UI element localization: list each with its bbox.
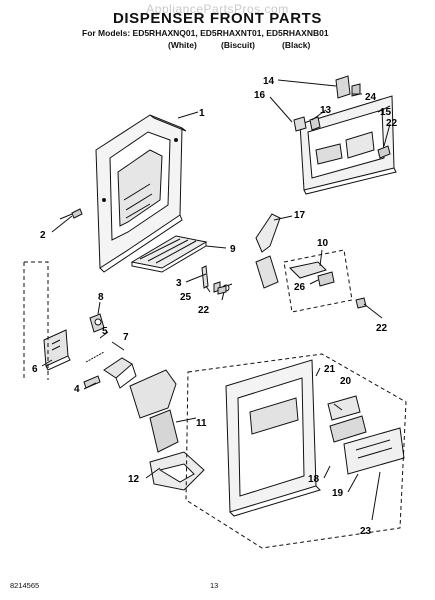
callout-5: 5 bbox=[102, 326, 108, 337]
callout-2: 2 bbox=[40, 230, 46, 241]
callout-3: 3 bbox=[176, 278, 182, 289]
callout-22-middle: 22 bbox=[198, 305, 210, 316]
part-chute-bracket bbox=[103, 357, 137, 389]
callout-18: 18 bbox=[308, 474, 320, 485]
part-control-board bbox=[327, 395, 367, 443]
callout-22-right: 22 bbox=[376, 323, 388, 334]
color-label-white: (White) bbox=[168, 40, 197, 50]
part-pin bbox=[83, 375, 101, 389]
part-drip-tray bbox=[130, 235, 208, 273]
page-title: DISPENSER FRONT PARTS bbox=[112, 10, 322, 27]
part-lever-assembly bbox=[255, 213, 353, 313]
callout-21: 21 bbox=[324, 364, 336, 375]
part-door-assembly bbox=[129, 369, 179, 453]
callout-10: 10 bbox=[317, 238, 329, 249]
callout-9: 9 bbox=[230, 244, 236, 255]
callout-labels: 1 2 3 4 5 6 7 8 9 10 11 12 13 14 15 16 1… bbox=[32, 76, 398, 537]
callout-24: 24 bbox=[365, 92, 377, 103]
callout-14: 14 bbox=[263, 76, 275, 87]
leader-lines bbox=[41, 79, 391, 521]
part-front-panel bbox=[225, 359, 321, 517]
part-motor bbox=[89, 313, 105, 333]
part-faceplate bbox=[343, 427, 405, 475]
callout-13: 13 bbox=[320, 105, 332, 116]
callout-22-top: 22 bbox=[386, 118, 398, 129]
watermark: AppliancePartsPros.com bbox=[146, 2, 289, 16]
callout-1: 1 bbox=[199, 108, 205, 119]
callout-7: 7 bbox=[123, 332, 129, 343]
callout-20: 20 bbox=[340, 376, 352, 387]
callout-26: 26 bbox=[294, 282, 306, 293]
callout-15: 15 bbox=[380, 107, 392, 118]
part-spring bbox=[85, 351, 105, 363]
page-number: 13 bbox=[210, 581, 219, 590]
document-code: 8214565 bbox=[10, 581, 40, 590]
part-module bbox=[43, 329, 71, 371]
callout-6: 6 bbox=[32, 364, 38, 375]
callout-23: 23 bbox=[360, 526, 372, 537]
color-label-biscuit: (Biscuit) bbox=[221, 40, 255, 50]
callout-8: 8 bbox=[98, 292, 104, 303]
part-clip bbox=[201, 265, 233, 293]
callout-11: 11 bbox=[196, 418, 207, 429]
callout-12: 12 bbox=[128, 474, 140, 485]
part-screw-2 bbox=[59, 208, 83, 220]
assembly-boundaries bbox=[23, 261, 407, 549]
model-list: For Models: ED5RHAXNQ01, ED5RHAXNT01, ED… bbox=[82, 28, 329, 38]
part-ice-chute bbox=[149, 451, 205, 491]
color-label-black: (Black) bbox=[282, 40, 311, 50]
callout-17: 17 bbox=[294, 210, 306, 221]
part-housing bbox=[95, 114, 187, 273]
callout-16: 16 bbox=[254, 90, 266, 101]
callout-25: 25 bbox=[180, 292, 192, 303]
callout-19: 19 bbox=[332, 488, 344, 499]
callout-4: 4 bbox=[74, 384, 80, 395]
part-upper-bracket bbox=[293, 75, 397, 195]
